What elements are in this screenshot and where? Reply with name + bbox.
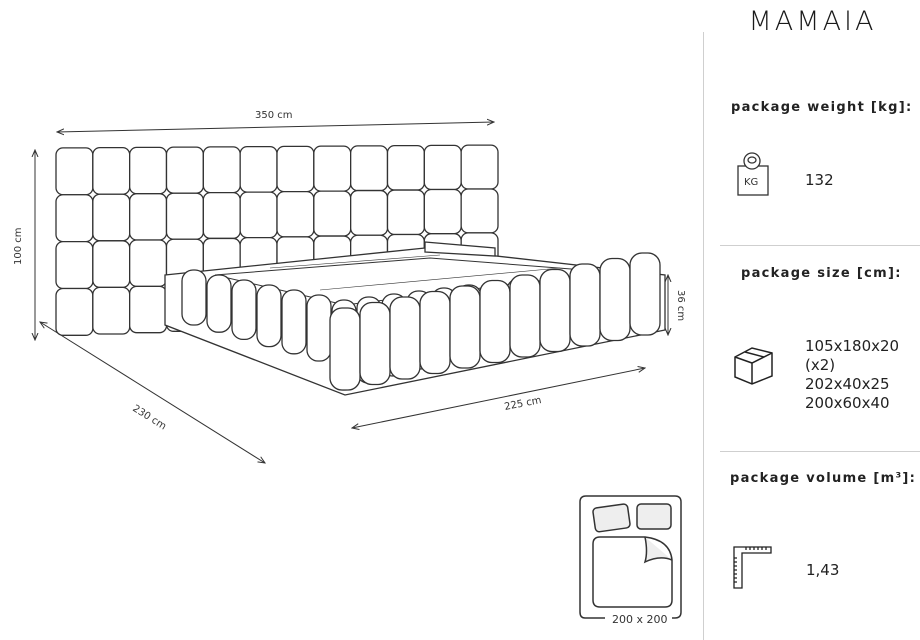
bed-frame-tube [181, 269, 207, 326]
headboard-tile [55, 287, 94, 336]
mattress-size-label: 200 x 200 [612, 613, 668, 626]
headboard-tile [129, 146, 168, 195]
mattress-size-icon [579, 495, 682, 619]
headboard-tile [350, 145, 389, 192]
bed-frame-tube [419, 290, 451, 375]
divider [720, 451, 920, 452]
bed-frame-tube [329, 307, 361, 391]
dimension-lines [35, 122, 668, 463]
headboard-tile [55, 147, 94, 196]
volume-label: package volume [m³]: [730, 471, 917, 486]
size-value: 105x180x20 (x2) [805, 337, 900, 374]
headboard-tile [165, 146, 204, 194]
ruler-square-icon [733, 546, 772, 589]
headboard-tile [202, 146, 241, 194]
headboard-tile [55, 240, 94, 290]
headboard-tile [460, 144, 499, 190]
headboard-tile [423, 144, 462, 191]
bed-length-label: 225 cm [503, 395, 542, 413]
bed-frame-tube [629, 252, 661, 336]
bed-frame-tube [449, 285, 481, 369]
weight-label: package weight [kg]: [731, 100, 913, 115]
headboard-tile [313, 190, 352, 237]
headboard-tile [386, 189, 425, 236]
headboard-tile [92, 146, 131, 195]
bed-frame-tube [539, 268, 571, 353]
bed-frame-tube [256, 284, 282, 348]
bed-frame-tube [306, 294, 332, 362]
headboard-tile [460, 188, 499, 234]
depth-label: 230 cm [130, 403, 168, 432]
size-values: 105x180x20 (x2) 202x40x25 200x60x40 [805, 337, 920, 413]
bed-frame-tube [206, 274, 232, 333]
headboard-tile [129, 193, 168, 241]
bed-frame-tube [569, 263, 601, 347]
headboard-tile [276, 190, 315, 238]
headboard-tile [313, 145, 352, 192]
bed-frame-tube [479, 279, 511, 364]
headboard-tile [386, 144, 425, 191]
weight-kg-icon [737, 152, 769, 196]
headboard-tile [129, 239, 168, 287]
bed-frame-tube [359, 301, 391, 386]
size-label: package size [cm]: [741, 266, 902, 281]
bed-frame [164, 241, 666, 396]
headboard-tile [423, 188, 462, 235]
weight-icon-text: KG [744, 177, 758, 188]
headboard-tile [92, 193, 131, 242]
height-label: 100 cm [13, 227, 24, 265]
headboard-tile [350, 189, 389, 236]
divider [720, 245, 920, 246]
bed-frame-tube [281, 289, 307, 355]
weight-value: 132 [805, 171, 834, 189]
headboard-tile [55, 194, 94, 243]
bed-frame-tube [509, 274, 541, 358]
bed-frame-tube [599, 257, 631, 342]
headboard-tile [129, 285, 168, 334]
bed-height-label: 36 cm [675, 290, 686, 321]
headboard-tile [92, 240, 131, 289]
headboard-tile [92, 286, 131, 335]
divider [703, 32, 704, 640]
headboard-tile [239, 145, 278, 193]
headboard-tile [239, 191, 278, 239]
product-title: MAMAIA [748, 6, 877, 37]
box-icon [734, 347, 773, 385]
headboard-tile [165, 192, 204, 240]
bed-frame-tube [389, 296, 421, 380]
volume-value: 1,43 [806, 561, 840, 579]
bed-frame-tube [231, 279, 257, 341]
headboard-tile [276, 145, 315, 193]
size-value: 200x60x40 [805, 394, 890, 412]
width-label: 350 cm [255, 110, 293, 121]
size-value: 202x40x25 [805, 375, 890, 393]
headboard-tile [202, 192, 241, 240]
